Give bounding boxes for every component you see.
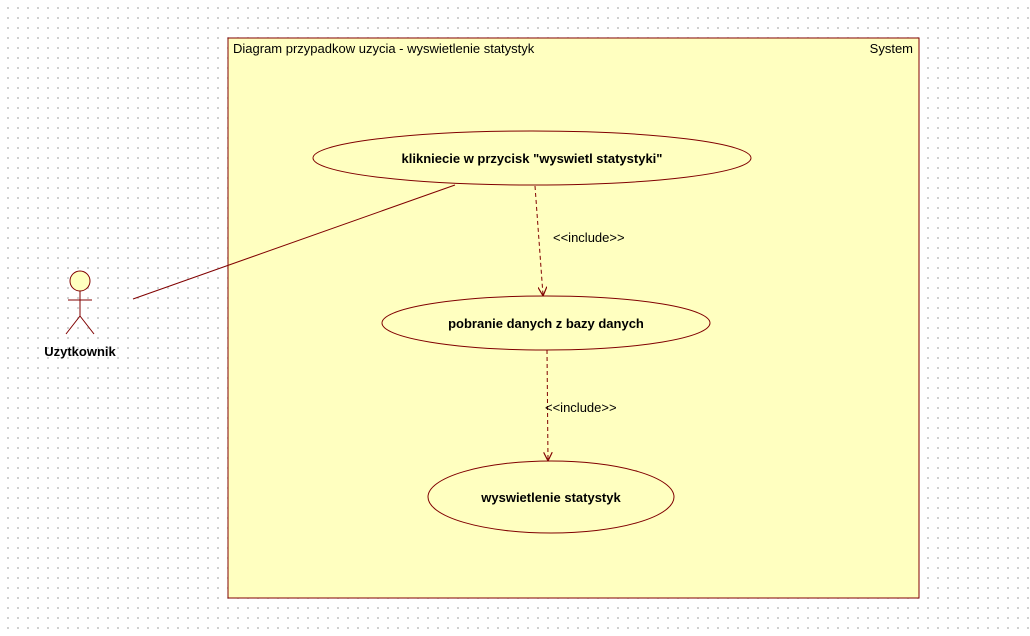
association-line[interactable]: [132, 184, 456, 300]
include-arrow-2[interactable]: [547, 349, 548, 460]
include-arrow-1[interactable]: [534, 185, 543, 295]
actor-name: Uzytkownik: [44, 344, 116, 359]
include-label-1: <<include>>: [553, 230, 625, 245]
use-case-label: klikniecie w przycisk "wyswietl statysty…: [402, 151, 663, 166]
actor-right-leg: [79, 315, 95, 335]
include-label-2: <<include>>: [545, 400, 617, 415]
use-case-click-button[interactable]: klikniecie w przycisk "wyswietl statysty…: [312, 130, 752, 186]
actor-head: [69, 270, 91, 292]
use-case-label: pobranie danych z bazy danych: [448, 316, 644, 331]
use-case-label: wyswietlenie statystyk: [480, 490, 621, 505]
use-case-fetch-data[interactable]: pobranie danych z bazy danych: [381, 295, 711, 351]
actor-left-leg: [65, 315, 81, 335]
use-case-show-statistics[interactable]: wyswietlenie statystyk: [427, 460, 675, 534]
system-label: System: [870, 41, 913, 56]
system-title: Diagram przypadkow uzycia - wyswietlenie…: [233, 41, 535, 56]
actor-user[interactable]: Uzytkownik: [44, 270, 117, 359]
